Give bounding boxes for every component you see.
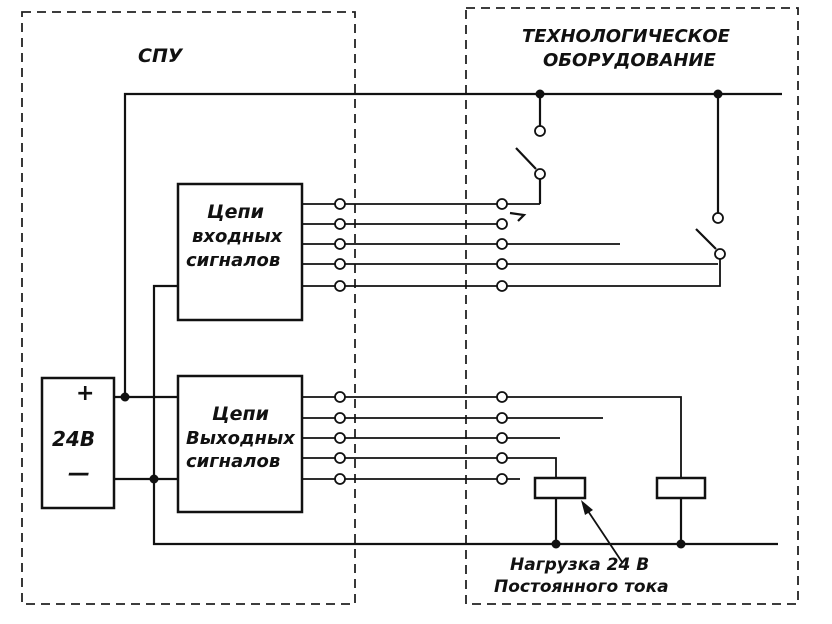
- load-1: [533, 476, 587, 544]
- output-block-line1: Цепи: [212, 403, 269, 425]
- power-supply-block: [40, 376, 116, 510]
- input-circuits-block: [176, 182, 304, 322]
- equipment-label-line2: ОБОРУДОВАНИЕ: [543, 50, 717, 71]
- input-block-line1: Цепи: [207, 201, 264, 223]
- power-voltage-label: 24В: [52, 427, 95, 451]
- load-caption-line2: Постоянного тока: [494, 577, 669, 597]
- output-block-line3: сигналов: [186, 451, 280, 472]
- small-contact-mark: [509, 211, 527, 222]
- load-2: [655, 476, 707, 544]
- output-circuits-block: [176, 374, 304, 514]
- load-pointer-arrow: [581, 500, 623, 563]
- switch-2: [695, 94, 726, 260]
- equipment-region-border: [465, 7, 799, 605]
- junction-node: [149, 474, 159, 484]
- power-minus-label: —: [68, 461, 90, 486]
- output-block-line2: Выходных: [186, 428, 296, 449]
- input-block-line3: сигналов: [186, 250, 280, 271]
- input-signal-lines: [302, 203, 721, 287]
- switch-1: [515, 94, 546, 204]
- junction-node: [120, 392, 130, 402]
- minus-rail: [114, 477, 778, 546]
- spu-region-border: [21, 11, 356, 605]
- input-terminals-right: [496, 198, 508, 292]
- input-block-supply-wire: [152, 284, 178, 479]
- output-signal-lines: [302, 396, 682, 480]
- equipment-label-line1: ТЕХНОЛОГИЧЕСКОЕ: [522, 26, 731, 47]
- power-plus-label: +: [76, 381, 94, 406]
- load-caption-line1: Нагрузка 24 В: [510, 555, 649, 575]
- input-block-line2: входных: [192, 226, 284, 247]
- output-terminals-left: [334, 391, 346, 485]
- spu-label: СПУ: [138, 45, 184, 67]
- input-terminals-left: [334, 198, 346, 292]
- output-terminals-right: [496, 391, 508, 485]
